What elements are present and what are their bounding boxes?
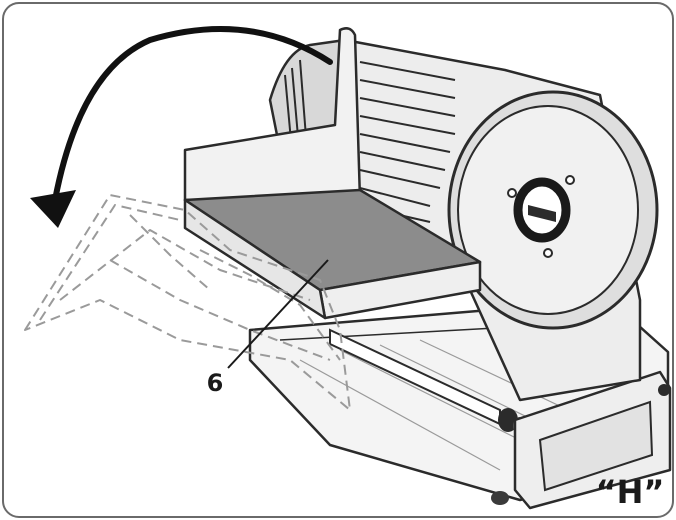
base-end-cap: [491, 370, 672, 510]
figure-label: “H”: [595, 473, 665, 511]
curved-arrow-icon: [30, 26, 333, 228]
slicer-blade: [447, 90, 659, 330]
callout-number-6: 6: [206, 369, 224, 397]
carriage-ghost-position: [24, 194, 351, 411]
callout-leader-line: [227, 259, 329, 369]
guide-rod: [329, 328, 527, 435]
